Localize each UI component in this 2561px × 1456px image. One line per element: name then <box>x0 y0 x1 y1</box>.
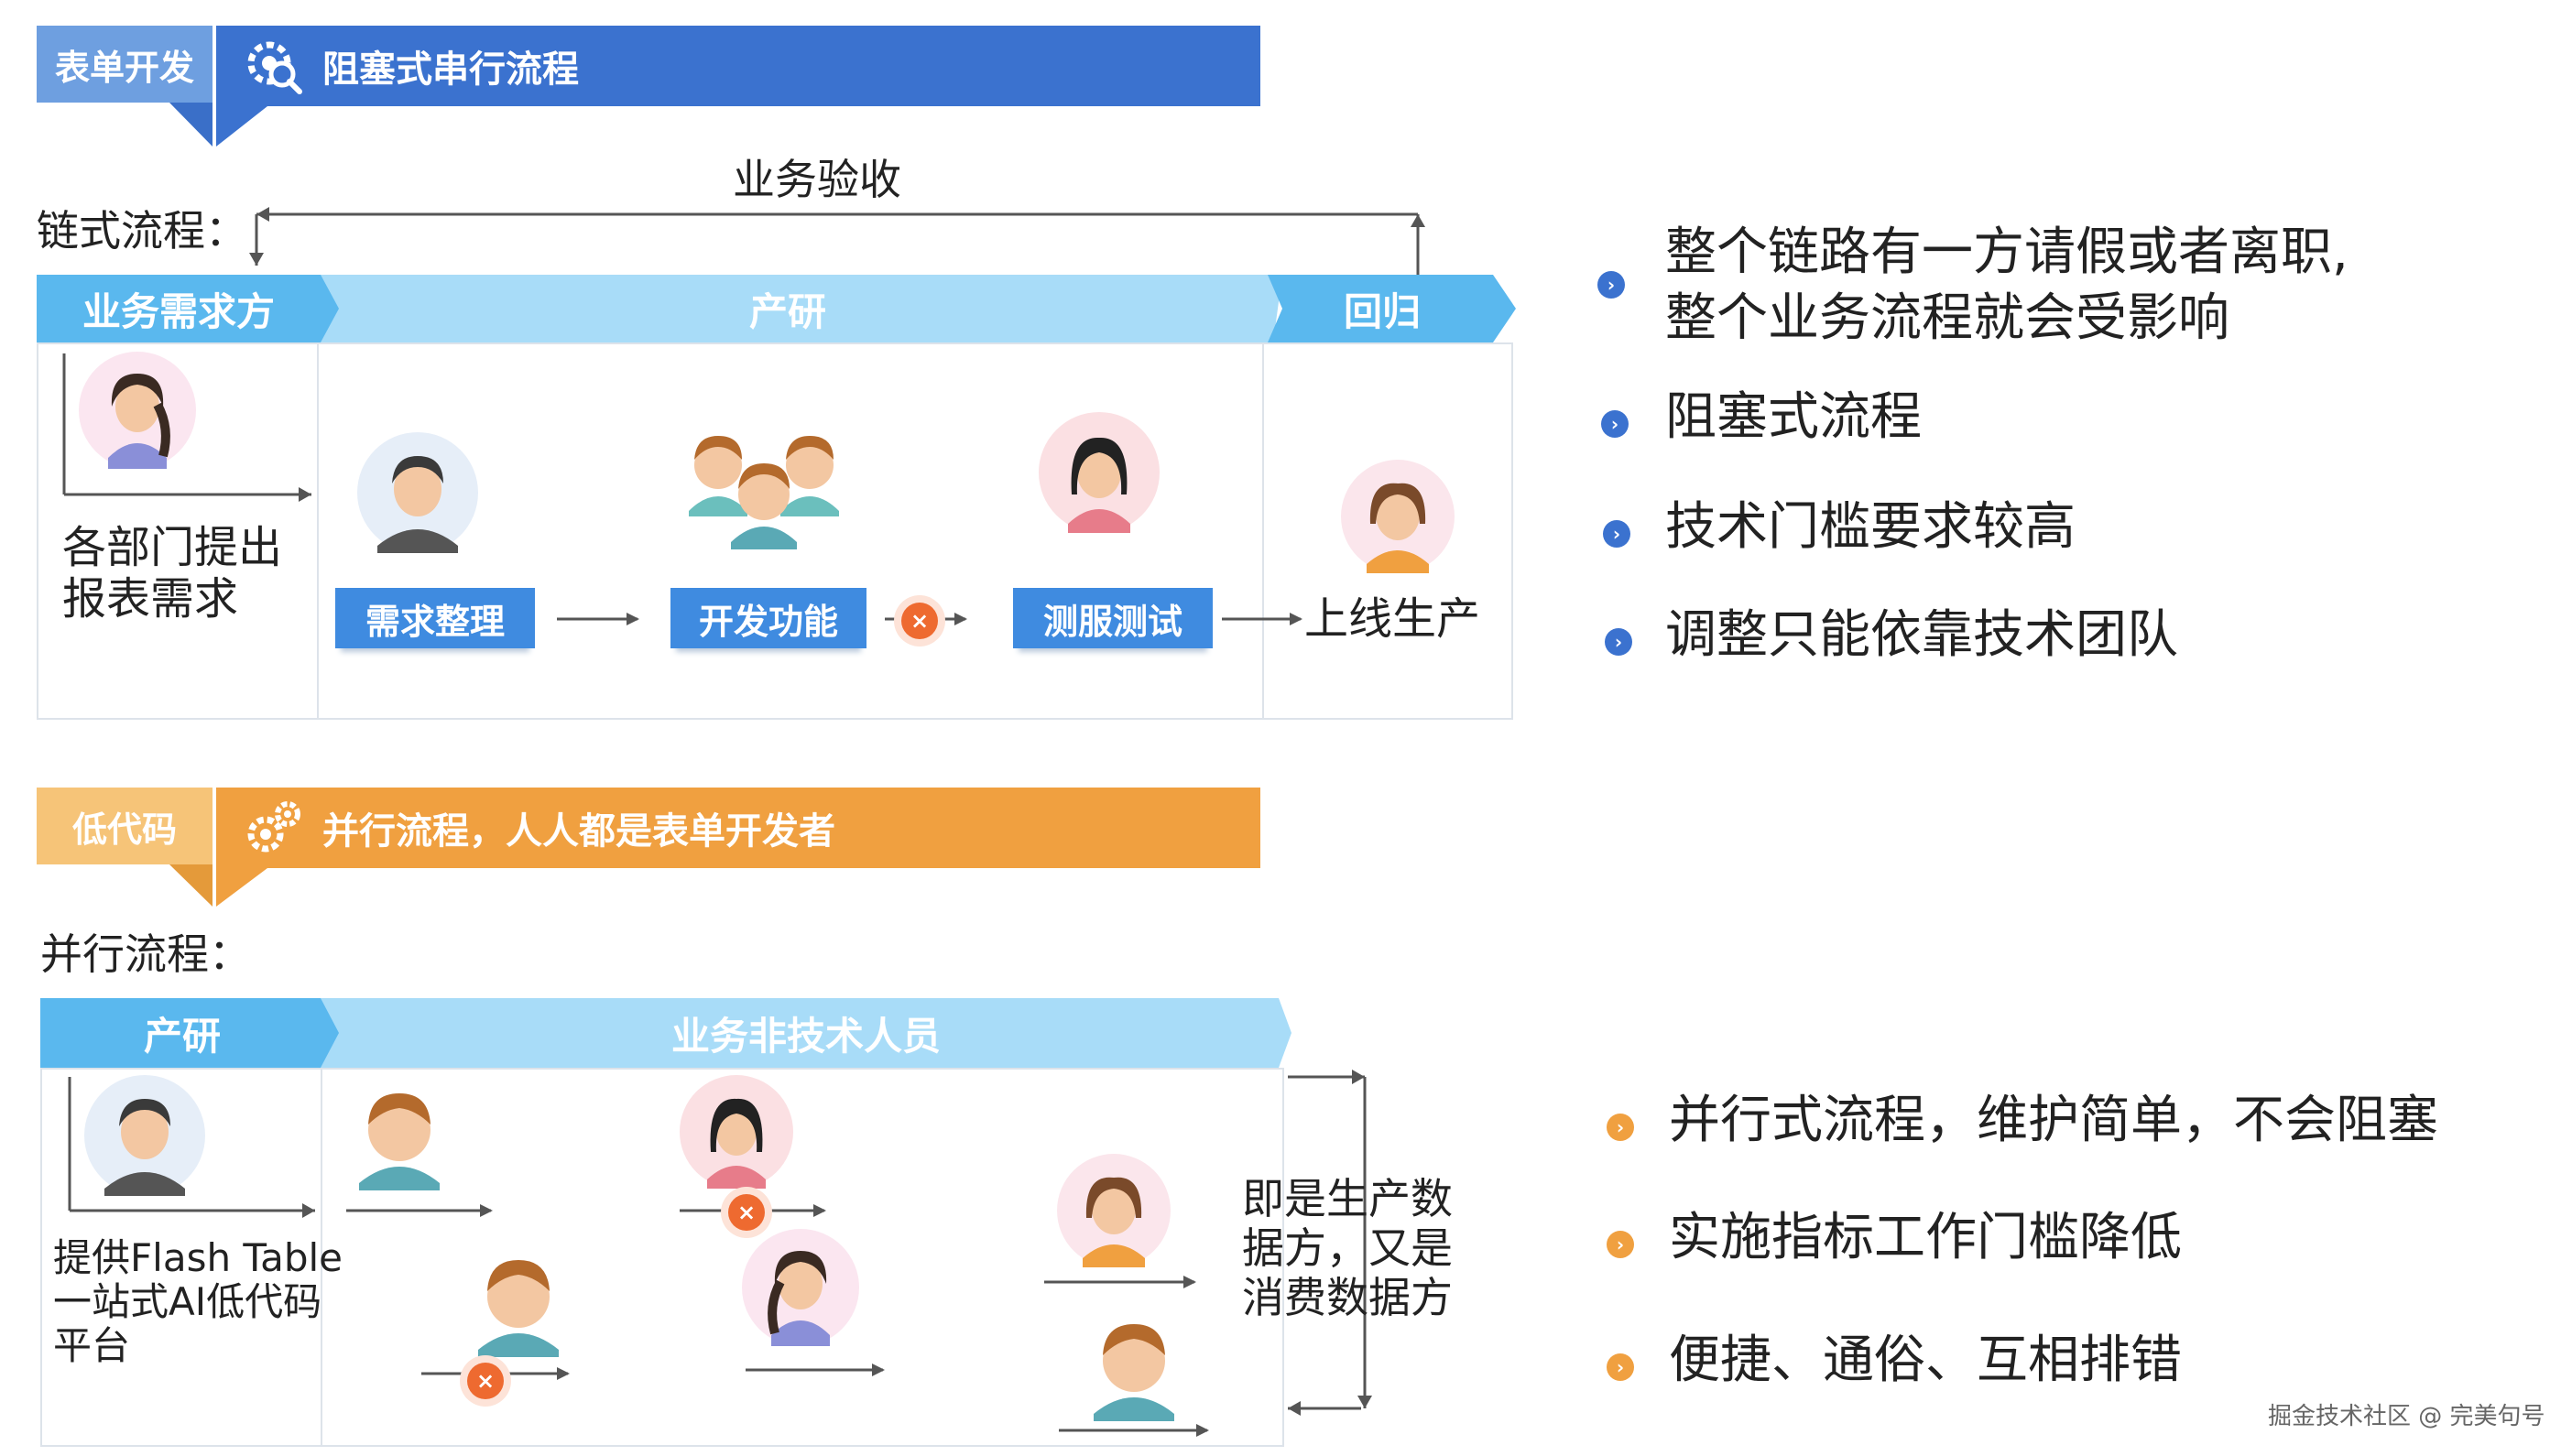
person-avatar <box>742 1229 859 1346</box>
cross-icon: × <box>728 1194 765 1231</box>
data-role-text: 即是生产数 据方，又是 消费数据方 <box>1242 1174 1453 1322</box>
bottom-divider-1 <box>321 1068 322 1447</box>
section-header-parallel: 并行流程，人人都是表单开发者 <box>216 788 1260 868</box>
person-avatar <box>1341 460 1455 573</box>
gears-icon <box>242 796 306 860</box>
person-avatar <box>680 1075 793 1189</box>
person-avatar <box>478 1260 559 1357</box>
step-requirement: 需求整理 <box>335 588 535 648</box>
bottom-flow-panel <box>40 1068 1284 1447</box>
bullet-bottom-1: 并行式流程，维护简单，不会阻塞 <box>1669 1091 2438 1150</box>
section-tag-label: 表单开发 <box>54 47 194 88</box>
gear-search-icon <box>242 34 306 98</box>
section-header-title: 阻塞式串行流程 <box>322 49 579 91</box>
person-avatar <box>84 1075 205 1196</box>
band-regression: 回归 <box>1343 288 1421 334</box>
person-avatar <box>1039 412 1160 533</box>
step-develop: 开发功能 <box>670 588 866 648</box>
top-divider-1 <box>317 342 319 720</box>
watermark: 掘金技术社区 @ 完美句号 <box>2268 1403 2545 1430</box>
parallel-flow-label: 并行流程： <box>40 929 251 979</box>
step-test: 测服测试 <box>1013 588 1213 648</box>
chevron-right-icon: › <box>1607 1114 1634 1141</box>
section-header-title: 并行流程，人人都是表单开发者 <box>322 810 835 853</box>
chevron-right-icon: › <box>1603 520 1630 548</box>
top-flow-panel <box>37 342 1513 720</box>
release-text: 上线生产 <box>1304 593 1481 645</box>
bullet-bottom-3: 便捷、通俗、互相排错 <box>1669 1331 2182 1390</box>
band-business-nontech: 业务非技术人员 <box>670 1013 941 1059</box>
acceptance-label: 业务验收 <box>733 155 901 204</box>
person-avatar <box>357 432 478 553</box>
person-avatar <box>1057 1154 1171 1267</box>
chevron-right-icon: › <box>1601 410 1629 438</box>
bullet-top-2: 阻塞式流程 <box>1665 387 1922 447</box>
person-avatar <box>359 1093 440 1190</box>
band-rd: 产研 <box>748 288 826 334</box>
band-rd-bottom: 产研 <box>143 1013 221 1059</box>
cross-icon: × <box>467 1363 504 1399</box>
section-tag-form-dev: 表单开发 <box>37 26 213 103</box>
bullet-top-1: 整个链路有一方请假或者离职, 整个业务流程就会受影响 <box>1665 223 2348 348</box>
chevron-right-icon: › <box>1607 1231 1634 1258</box>
bullet-top-4: 调整只能依靠技术团队 <box>1665 605 2178 665</box>
band-business-requester: 业务需求方 <box>82 288 275 334</box>
bullet-top-3: 技术门槛要求较高 <box>1665 497 2076 557</box>
bullet-bottom-2: 实施指标工作门槛降低 <box>1669 1208 2182 1267</box>
cross-icon: × <box>901 603 938 639</box>
chevron-right-icon: › <box>1607 1353 1634 1381</box>
platform-text: 提供Flash Table 一站式AI低代码 平台 <box>53 1235 343 1368</box>
top-divider-2 <box>1262 342 1264 720</box>
section-tag-label: 低代码 <box>71 809 177 850</box>
chain-flow-label: 链式流程： <box>37 206 247 255</box>
person-avatar <box>1094 1324 1174 1421</box>
section-header-blocking: 阻塞式串行流程 <box>216 26 1260 106</box>
chevron-right-icon: › <box>1597 271 1625 299</box>
section-tag-low-code: 低代码 <box>37 788 213 864</box>
request-text: 各部门提出 报表需求 <box>62 522 283 625</box>
person-avatar <box>79 352 196 469</box>
chevron-right-icon: › <box>1605 628 1632 656</box>
person-avatar <box>689 436 839 549</box>
